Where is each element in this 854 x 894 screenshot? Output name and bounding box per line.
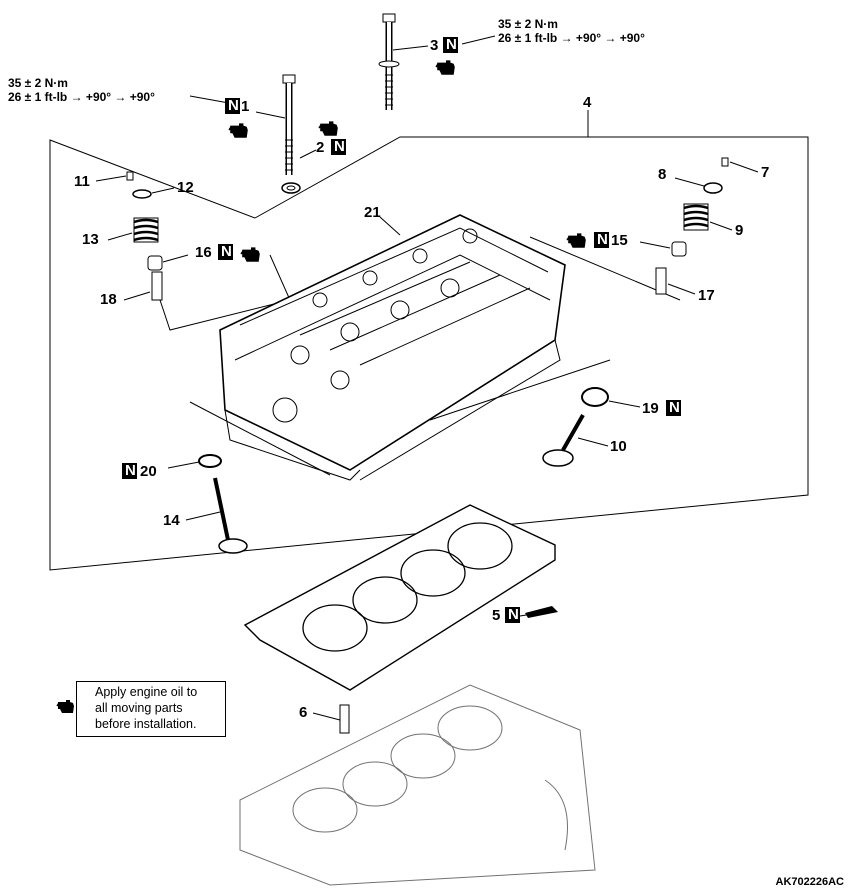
new-part-icon (594, 232, 609, 248)
valve-spring-13 (133, 217, 159, 243)
cylinder-block (239, 684, 596, 886)
new-part-symbol: N (221, 243, 232, 260)
valve-stem-seal-16 (147, 255, 163, 271)
note-line: before installation. (95, 717, 197, 731)
part-label-6: 6 (299, 704, 308, 721)
part-label-18: 18 (100, 291, 117, 308)
new-part-symbol: N (228, 97, 239, 114)
part-label-1: 1 (241, 98, 250, 115)
leader-21 (379, 216, 401, 236)
note-line: all moving parts (95, 701, 183, 715)
exhaust-valve-bracket (529, 236, 681, 301)
oil-can-icon (318, 120, 339, 137)
new-part-icon (225, 98, 240, 114)
engine-oil-note: Apply engine oil to all moving parts bef… (76, 681, 226, 737)
part-label-16: 16 (195, 244, 212, 261)
part-label-17: 17 (698, 287, 715, 304)
new-part-icon (666, 400, 681, 416)
oil-can-icon (240, 246, 261, 263)
head-bolt-3 (378, 13, 400, 110)
new-part-symbol: N (334, 138, 345, 155)
part-label-8: 8 (658, 166, 667, 183)
new-part-symbol: N (446, 36, 457, 53)
valve-spring-9 (683, 203, 709, 231)
part-label-20: 20 (140, 463, 157, 480)
new-part-icon (443, 37, 458, 53)
part-label-2: 2 (316, 139, 325, 156)
new-part-symbol: N (508, 606, 519, 623)
part-label-14: 14 (163, 512, 180, 529)
new-part-symbol: N (125, 462, 136, 479)
intake-valve-14 (213, 477, 248, 554)
part-label-21: 21 (364, 204, 381, 221)
valve-guide-18 (151, 271, 163, 301)
part-label-4: 4 (583, 94, 592, 111)
dowel-pin-6 (339, 704, 350, 734)
oil-can-icon (435, 59, 456, 76)
part-label-5: 5 (492, 607, 501, 624)
leader-3 (392, 45, 429, 51)
torque-spec-right: 35 ± 2 N·m 26 ± 1 ft-lb → +90° → +90° (498, 17, 645, 45)
valve-keeper-7 (721, 157, 729, 167)
cylinder-head-21 (219, 214, 566, 481)
part-label-7: 7 (761, 164, 770, 181)
part-label-13: 13 (82, 231, 99, 248)
spring-retainer-12 (132, 189, 152, 199)
gasket-direction-arrow (525, 606, 558, 618)
new-part-icon (505, 607, 520, 623)
part-label-19: 19 (642, 400, 659, 417)
seal-ring-19 (581, 387, 609, 407)
torque-value: 35 ± 2 N·m (498, 17, 558, 31)
part-label-11: 11 (74, 173, 90, 190)
leader-2 (299, 149, 317, 159)
new-part-symbol: N (669, 399, 680, 416)
new-part-icon (218, 244, 233, 260)
seal-ring-20 (198, 454, 222, 468)
head-bolt-1 (282, 74, 296, 175)
oil-can-icon (56, 699, 75, 714)
assembly-outline (49, 136, 809, 571)
new-part-icon (331, 139, 346, 155)
note-line: Apply engine oil to (95, 685, 198, 699)
leader-torque-right (461, 35, 496, 45)
oil-can-icon (228, 122, 249, 139)
part-label-9: 9 (735, 222, 744, 239)
valve-keeper-11 (126, 171, 134, 181)
exhaust-valve-10 (542, 414, 585, 467)
new-part-icon (122, 463, 137, 479)
spring-retainer-8 (703, 182, 723, 194)
torque-angle: 26 ± 1 ft-lb → +90° → +90° (498, 31, 645, 45)
lower-bracket-right (429, 359, 611, 421)
leader-1 (255, 111, 286, 119)
lower-bracket-left (189, 401, 331, 476)
intake-valve-bracket (159, 254, 291, 331)
oil-can-icon (566, 232, 587, 249)
part-label-10: 10 (610, 438, 627, 455)
torque-angle: 26 ± 1 ft-lb → +90° → +90° (8, 90, 155, 104)
valve-stem-seal-15 (671, 241, 687, 257)
part-label-3: 3 (430, 37, 439, 54)
valve-guide-17 (655, 267, 667, 295)
torque-spec-left: 35 ± 2 N·m 26 ± 1 ft-lb → +90° → +90° (8, 76, 155, 104)
part-label-12: 12 (177, 179, 194, 196)
figure-code: AK702226AC (775, 876, 844, 888)
torque-value: 35 ± 2 N·m (8, 76, 68, 90)
bolt-washer-2 (281, 182, 301, 194)
new-part-symbol: N (597, 231, 608, 248)
head-gasket-5 (243, 504, 556, 691)
part-label-15: 15 (611, 232, 628, 249)
